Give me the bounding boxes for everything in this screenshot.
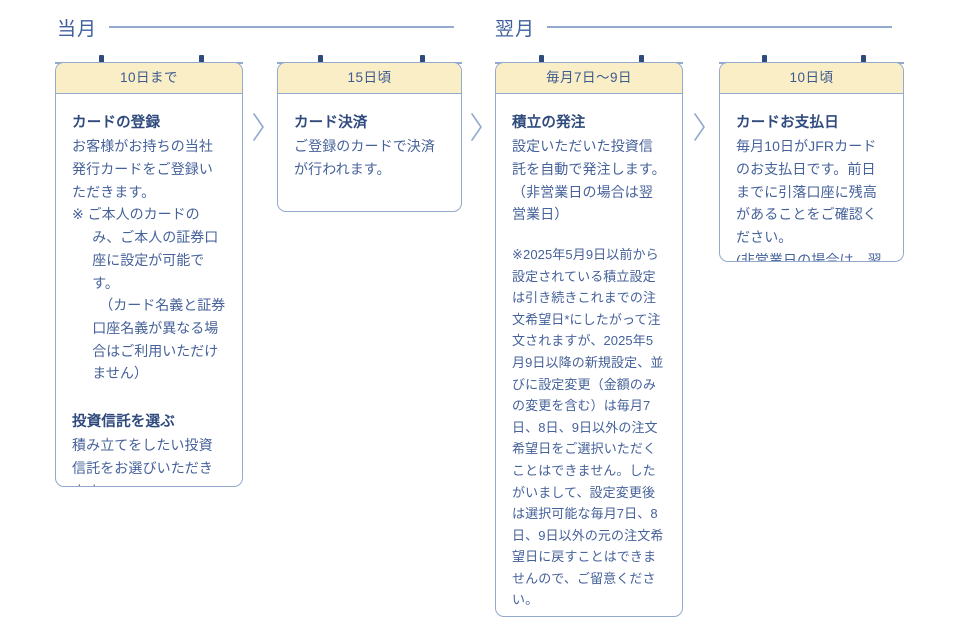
card-block-card-payment: カード決済 ご登録のカードで決済が行われます。 [294,112,445,181]
period-rule [547,26,893,28]
timeline-step-card-3: 毎月7日〜9日 積立の発注 設定いただいた投資信託を自動で発注します。 （非営業… [495,62,683,617]
block-title: カードの登録 [72,115,161,131]
block-text: ご登録のカードで決済が行われます。 [294,138,435,178]
card-body: カードお支払日 毎月10日がJFRカードのお支払日です。前日までに引落口座に残高… [720,94,903,262]
card-header-date: 10日頃 [720,63,903,94]
period-label: 当月 [57,18,98,40]
timeline-step-card-2: 15日頃 カード決済 ご登録のカードで決済が行われます。 [277,62,462,212]
timeline-step-card-1: 10日まで カードの登録 お客様がお持ちの当社発行カードをご登録いただきます。 … [55,62,243,487]
card-body: 積立の発注 設定いただいた投資信託を自動で発注します。 （非営業日の場合は翌営業… [496,94,682,616]
chevron-right-icon [252,112,266,142]
chevron-right-icon [470,112,484,142]
card-body: カードの登録 お客様がお持ちの当社発行カードをご登録いただきます。 ※ ご本人の… [56,94,242,486]
block-note: ※ ご本人のカードのみ、ご本人の証券口座に設定が可能です。 （カード名義と証券口… [72,206,226,382]
card-header-date: 15日頃 [278,63,461,94]
card-block-order-placement: 積立の発注 設定いただいた投資信託を自動で発注します。 （非営業日の場合は翌営業… [512,112,666,226]
period-label: 翌月 [495,18,536,40]
period-heading-next-month: 翌月 [495,14,893,40]
chevron-right-icon [693,112,707,142]
block-title: カード決済 [294,115,368,131]
period-heading-current-month: 当月 [57,14,455,40]
block-title: 投資信託を選ぶ [72,413,175,430]
card-notice-text: ※2025年5月9日以前から設定されている積立設定は引き続きこれまでの注文希望日… [512,247,664,608]
block-title: 積立の発注 [512,115,586,131]
block-text: 設定いただいた投資信託を自動で発注します。 （非営業日の場合は翌営業日） [512,138,666,223]
card-block-card-registration: カードの登録 お客様がお持ちの当社発行カードをご登録いただきます。 ※ ご本人の… [72,112,226,385]
card-block-payment-date: カードお支払日 毎月10日がJFRカードのお支払日です。前日までに引落口座に残高… [736,112,887,262]
card-header-date: 毎月7日〜9日 [496,63,682,94]
block-text: 積み立てをしたい投資信託をお選びいただきます。 [72,437,213,486]
block-title: カードお支払日 [736,115,839,131]
card-body: カード決済 ご登録のカードで決済が行われます。 [278,94,461,197]
timeline-step-card-4: 10日頃 カードお支払日 毎月10日がJFRカードのお支払日です。前日までに引落… [719,62,904,262]
card-block-choose-fund: 投資信託を選ぶ 積み立てをしたい投資信託をお選びいただきます。 [72,411,226,486]
block-text: 毎月10日がJFRカードのお支払日です。前日までに引落口座に残高があることをご確… [736,138,882,262]
period-rule [109,26,455,28]
card-header-date: 10日まで [56,63,242,94]
block-text: お客様がお持ちの当社発行カードをご登録いただきます。 [72,138,213,200]
